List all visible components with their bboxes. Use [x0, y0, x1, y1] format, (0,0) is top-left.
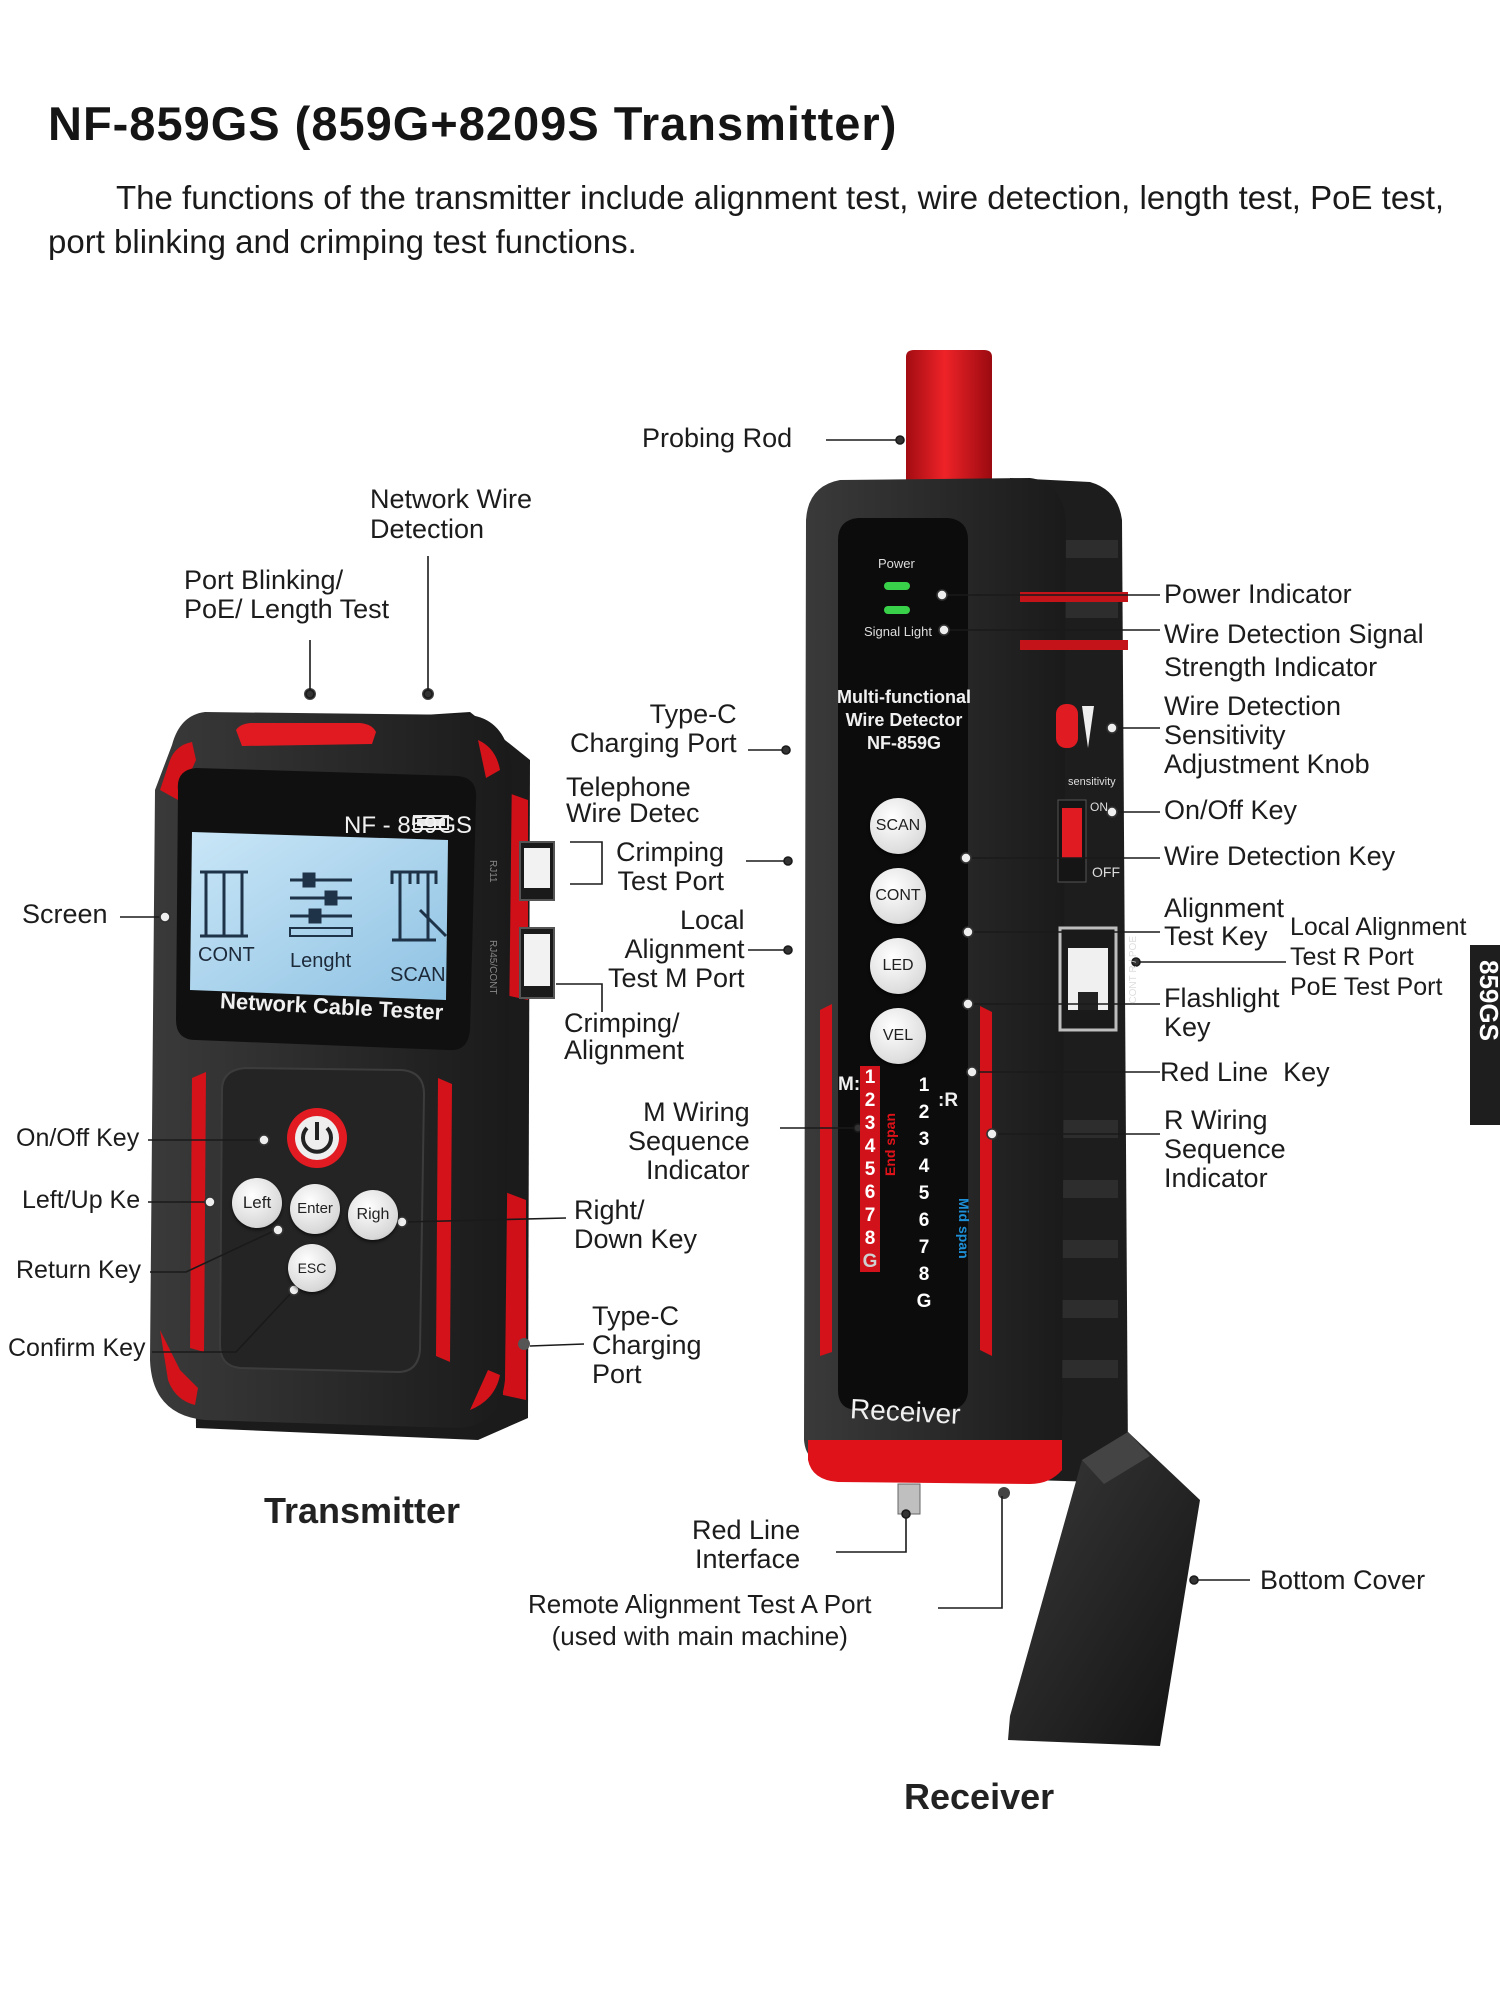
m-seq-item: 8 — [864, 1228, 876, 1249]
m-seq-item: 5 — [864, 1159, 876, 1180]
m-seq-item: 1 — [864, 1067, 876, 1088]
r-seq-item: 6 — [918, 1210, 930, 1231]
rj45-side-label: CONT R / POE — [1128, 936, 1139, 1004]
transmitter-side-ports — [518, 841, 555, 1350]
vel-key[interactable]: VEL — [870, 1008, 926, 1064]
r-seq-item: 2 — [918, 1102, 930, 1123]
label-red-line-key: Red Line Key — [1160, 1057, 1330, 1087]
right-key[interactable]: Righ — [348, 1190, 398, 1240]
label-bottom-cover: Bottom Cover — [1260, 1565, 1426, 1595]
m-seq-item: 3 — [864, 1113, 876, 1134]
receiver-device-name: Multi-functional Wire Detector NF-859G — [837, 687, 971, 753]
caption-receiver: Receiver — [904, 1776, 1055, 1817]
r-seq-item: 4 — [918, 1156, 930, 1177]
label-m-wiring: M Wiring Sequence Indicator — [628, 1097, 750, 1185]
label-power-indicator: Power Indicator — [1164, 579, 1352, 609]
enter-key[interactable]: Enter — [290, 1184, 340, 1234]
m-seq-item: 2 — [864, 1090, 876, 1111]
esc-key[interactable]: ESC — [288, 1244, 336, 1292]
label-port-blinking: Port Blinking/ PoE/ Length Test — [184, 565, 390, 624]
intro-text: The functions of the transmitter include… — [48, 179, 1445, 260]
on-label: ON — [1090, 800, 1108, 814]
m-seq-item: 7 — [864, 1205, 876, 1226]
left-key[interactable]: Left — [232, 1178, 282, 1228]
label-typec-charging-bottom: Type-C Charging Port — [592, 1301, 702, 1389]
label-r-wiring: R Wiring Sequence Indicator — [1164, 1105, 1286, 1193]
sensitivity-label: sensitivity — [1068, 776, 1116, 788]
m-seq-bar — [860, 1066, 880, 1272]
label-local-alignment-m: Local Alignment Test M Port — [608, 905, 745, 993]
transmitter-model: NF - 859GS — [344, 812, 473, 839]
label-rx-onoff-key: On/Off Key — [1164, 795, 1298, 825]
power-led-label: Power — [878, 556, 915, 571]
r-seq-item: G — [916, 1291, 932, 1312]
bottom-cover-shape — [1008, 1432, 1200, 1746]
r-seq-item: 1 — [918, 1075, 930, 1096]
m-seq-item: 6 — [864, 1182, 876, 1203]
led-key[interactable]: LED — [870, 938, 926, 994]
label-alignment-test-key: Alignment Test Key — [1164, 893, 1285, 951]
label-probing-rod: Probing Rod — [642, 423, 793, 453]
off-label: OFF — [1092, 864, 1120, 880]
m-seq-label: M: — [838, 1074, 861, 1095]
label-remote-alignment: Remote Alignment Test A Port (used with … — [528, 1589, 872, 1651]
m-seq-item: 4 — [864, 1136, 876, 1157]
screen-label-scan: SCAN — [390, 964, 446, 986]
label-signal-strength: Wire Detection Signal Strength Indicator — [1164, 619, 1424, 682]
label-sensitivity-knob: Wire Detection Sensitivity Adjustment Kn… — [1164, 691, 1370, 779]
intro-paragraph: The functions of the transmitter include… — [48, 176, 1448, 264]
screen-label-cont: CONT — [198, 944, 255, 966]
r-seq-item: 5 — [918, 1183, 930, 1204]
label-telephone-wire: Telephone Wire Detec — [566, 772, 700, 828]
scan-key[interactable]: SCAN — [870, 798, 926, 854]
leader-lines — [120, 435, 1286, 1609]
label-tx-onoff-key: On/Off Key — [16, 1124, 140, 1152]
m-seq-item: G — [862, 1251, 878, 1272]
label-flashlight-key: Flashlight Key — [1164, 983, 1280, 1042]
rj45-port-label: RJ45/CONT — [487, 940, 498, 995]
r-seq-label: :R — [938, 1090, 959, 1111]
rj11-port-label: RJ11 — [487, 860, 498, 883]
receiver-name: Receiver — [849, 1393, 962, 1430]
label-confirm-key: Confirm Key — [8, 1334, 146, 1362]
label-wire-detection-key: Wire Detection Key — [1164, 841, 1396, 871]
side-tab-text: 859GS — [1474, 960, 1500, 1041]
label-crimping-test-port: Crimping Test Port — [616, 837, 725, 896]
mid-span-label: Mid span — [956, 1198, 972, 1259]
end-span-label: End span — [882, 1112, 898, 1176]
screen-label-length: Lenght — [290, 950, 352, 972]
label-local-alignment-r: Local Alignment Test R Port PoE Test Por… — [1290, 913, 1467, 1001]
transmitter-device — [150, 688, 530, 1440]
caption-transmitter: Transmitter — [264, 1490, 461, 1531]
label-leftup-key: Left/Up Ke — [22, 1186, 141, 1214]
r-seq-item: 3 — [918, 1129, 930, 1150]
label-return-key: Return Key — [16, 1256, 142, 1284]
label-screen: Screen — [22, 899, 108, 929]
label-typec-charging-top: Type-C Charging Port — [570, 699, 737, 758]
label-network-wire-detection: Network Wire Detection — [370, 484, 533, 544]
r-seq-item: 8 — [918, 1264, 930, 1285]
cont-key[interactable]: CONT — [870, 868, 926, 924]
label-red-line-interface: Red Line Interface — [692, 1515, 801, 1574]
page-title: NF-859GS (859G+8209S Transmitter) — [48, 97, 898, 150]
label-crimping-alignment: Crimping/ Alignment — [564, 1008, 685, 1065]
side-tab-shape — [1470, 945, 1500, 1125]
r-seq-item: 7 — [918, 1237, 930, 1258]
label-right-down-key: Right/ Down Key — [574, 1195, 698, 1254]
signal-led-label: Signal Light — [864, 624, 932, 639]
